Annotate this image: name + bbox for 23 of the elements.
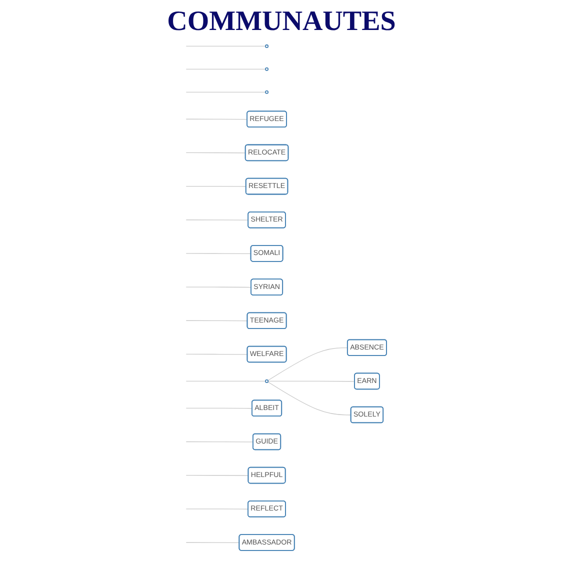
connector <box>186 320 248 322</box>
connector <box>186 118 248 120</box>
connector <box>186 253 252 254</box>
connector <box>268 382 352 416</box>
connector <box>186 508 250 510</box>
connector <box>186 152 246 154</box>
node-circle <box>265 379 270 383</box>
connector <box>186 441 254 442</box>
connector <box>186 354 248 355</box>
connector <box>186 474 250 476</box>
node-circle <box>265 44 270 48</box>
connector <box>268 347 348 381</box>
connector <box>186 542 240 544</box>
node-circle <box>265 90 270 94</box>
node-circle <box>265 67 270 71</box>
connector <box>186 408 253 409</box>
connector <box>186 286 252 288</box>
connector <box>186 380 266 382</box>
connector <box>186 46 266 47</box>
connector <box>186 186 247 187</box>
diagram-title: COMMUNAUTES <box>166 6 397 38</box>
connector <box>268 380 356 382</box>
connector <box>186 68 266 70</box>
